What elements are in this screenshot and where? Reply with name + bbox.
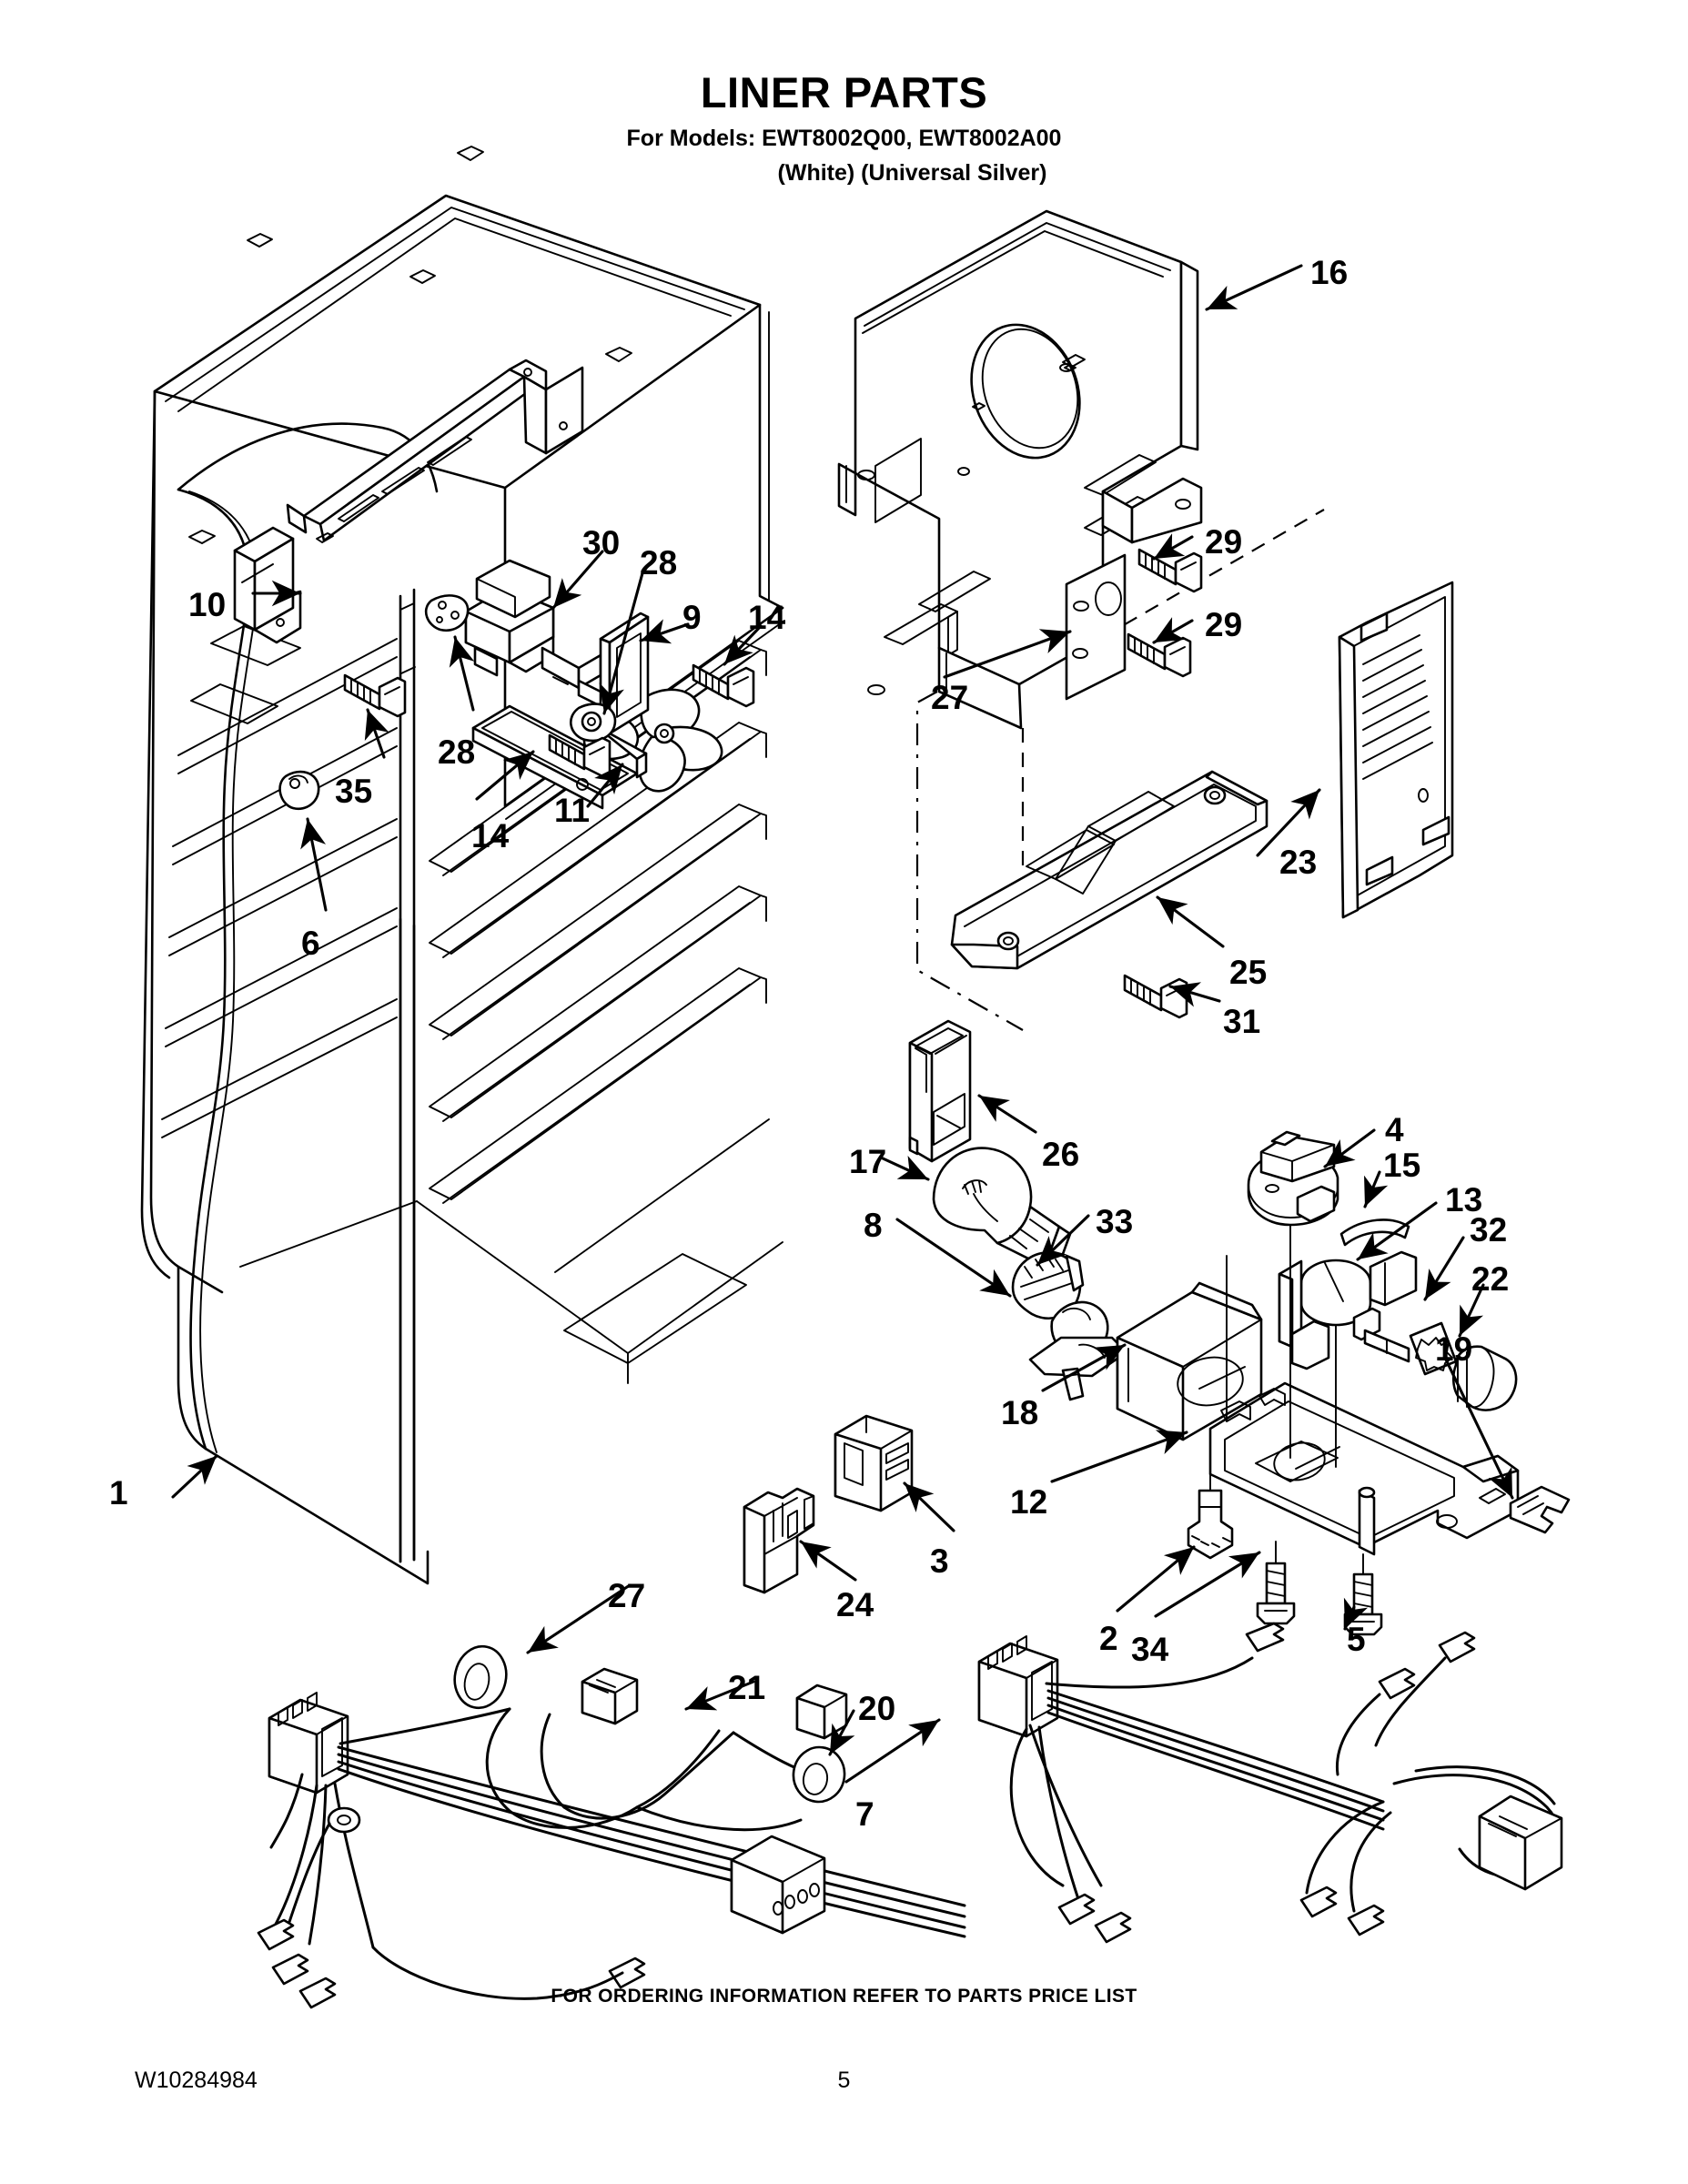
harness-connector-mid [582, 1669, 637, 1724]
thermostat-knob-4 [1248, 1132, 1338, 1225]
light-housing-12 [1210, 1383, 1518, 1554]
callout-21: 21 [728, 1669, 766, 1706]
retainer-clip-15 [1341, 1219, 1409, 1245]
callout-35: 35 [335, 773, 373, 810]
screw-31 [1125, 976, 1187, 1017]
callout-27-upper: 27 [931, 679, 969, 716]
fan-motor-30 [466, 561, 619, 715]
callout-29-lower: 29 [1205, 606, 1243, 643]
callout-17: 17 [849, 1143, 887, 1180]
callout-14-lower: 14 [471, 817, 510, 854]
page-title: LINER PARTS [700, 68, 988, 116]
screw-29-upper [1139, 550, 1201, 592]
callout-16: 16 [1310, 254, 1349, 291]
model-list: For Models: EWT8002Q00, EWT8002A00 [626, 126, 1062, 151]
connector-24 [744, 1489, 814, 1592]
motor-washer-30b [571, 704, 615, 741]
callout-26: 26 [1042, 1136, 1080, 1173]
light-clip-2 [1188, 1491, 1232, 1558]
drain-trough-25 [952, 772, 1267, 968]
callout-28-lower: 28 [438, 733, 476, 771]
spade-terminal-34 [1247, 1623, 1283, 1651]
callout-33: 33 [1096, 1203, 1134, 1240]
callout-3: 3 [930, 1542, 949, 1580]
callout-28-upper: 28 [640, 544, 678, 581]
socket-clip-8 [1030, 1302, 1127, 1400]
callout-13: 13 [1445, 1181, 1483, 1218]
light-switch-26 [910, 1021, 970, 1161]
wire-harness-7 [979, 1623, 1562, 1942]
callout-18: 18 [1001, 1394, 1039, 1431]
callout-27-lower: 27 [608, 1577, 646, 1614]
callout-2: 2 [1099, 1620, 1118, 1657]
callout-31: 31 [1223, 1003, 1261, 1040]
ordering-information-note: FOR ORDERING INFORMATION REFER TO PARTS … [551, 1986, 1137, 2007]
document-code: W10284984 [135, 2068, 258, 2093]
fan-grommet-28-top [426, 595, 468, 630]
callout-15: 15 [1383, 1147, 1421, 1184]
bulb-socket-33 [1013, 1252, 1083, 1318]
light-lens-18 [1117, 1283, 1261, 1440]
cabinet-liner-assembly [142, 147, 784, 1583]
shelf-support-rail-10 [235, 360, 582, 642]
callout-24: 24 [836, 1586, 874, 1623]
callout-29-upper: 29 [1205, 523, 1243, 561]
callout-4: 4 [1385, 1111, 1404, 1148]
hole-plug-6 [280, 772, 319, 809]
harness-connector-right [797, 1685, 846, 1738]
finish-list: (White) (Universal Silver) [777, 160, 1047, 186]
callout-14-upper: 14 [748, 599, 786, 636]
callout-30: 30 [582, 524, 621, 561]
callout-32: 32 [1470, 1211, 1508, 1249]
connector-3 [835, 1416, 912, 1511]
thermostat-13 [1279, 1252, 1416, 1369]
callout-5: 5 [1347, 1621, 1366, 1658]
screw-34 [1258, 1563, 1294, 1623]
page-number: 5 [837, 2068, 851, 2093]
callout-10: 10 [188, 586, 227, 623]
callout-12: 12 [1010, 1483, 1048, 1521]
shelf-rails [430, 641, 766, 1203]
access-cover-27 [1066, 555, 1125, 699]
callout-34: 34 [1131, 1631, 1169, 1668]
callout-6: 6 [301, 925, 320, 962]
rear-duct-panel-16 [839, 211, 1324, 1030]
callout-9: 9 [682, 599, 702, 636]
leader-lines [173, 266, 1512, 1782]
side-vent-cover-23 [1339, 582, 1452, 917]
callout-8: 8 [864, 1207, 883, 1244]
callout-20: 20 [858, 1690, 896, 1727]
screw-14-upper [693, 665, 753, 706]
callout-1: 1 [109, 1474, 128, 1512]
callout-23: 23 [1279, 844, 1318, 881]
callout-22: 22 [1471, 1260, 1510, 1298]
screw-35 [345, 675, 405, 716]
terminal-19 [1511, 1487, 1569, 1532]
callout-19: 19 [1435, 1330, 1473, 1368]
callout-7: 7 [855, 1795, 874, 1833]
control-knob-22 [1453, 1347, 1516, 1410]
callout-11: 11 [554, 792, 591, 829]
wire-harness-21 [258, 1693, 965, 2007]
grommet-27-lower [450, 1642, 512, 1713]
callout-25: 25 [1229, 954, 1268, 991]
grommet-20 [790, 1744, 848, 1805]
